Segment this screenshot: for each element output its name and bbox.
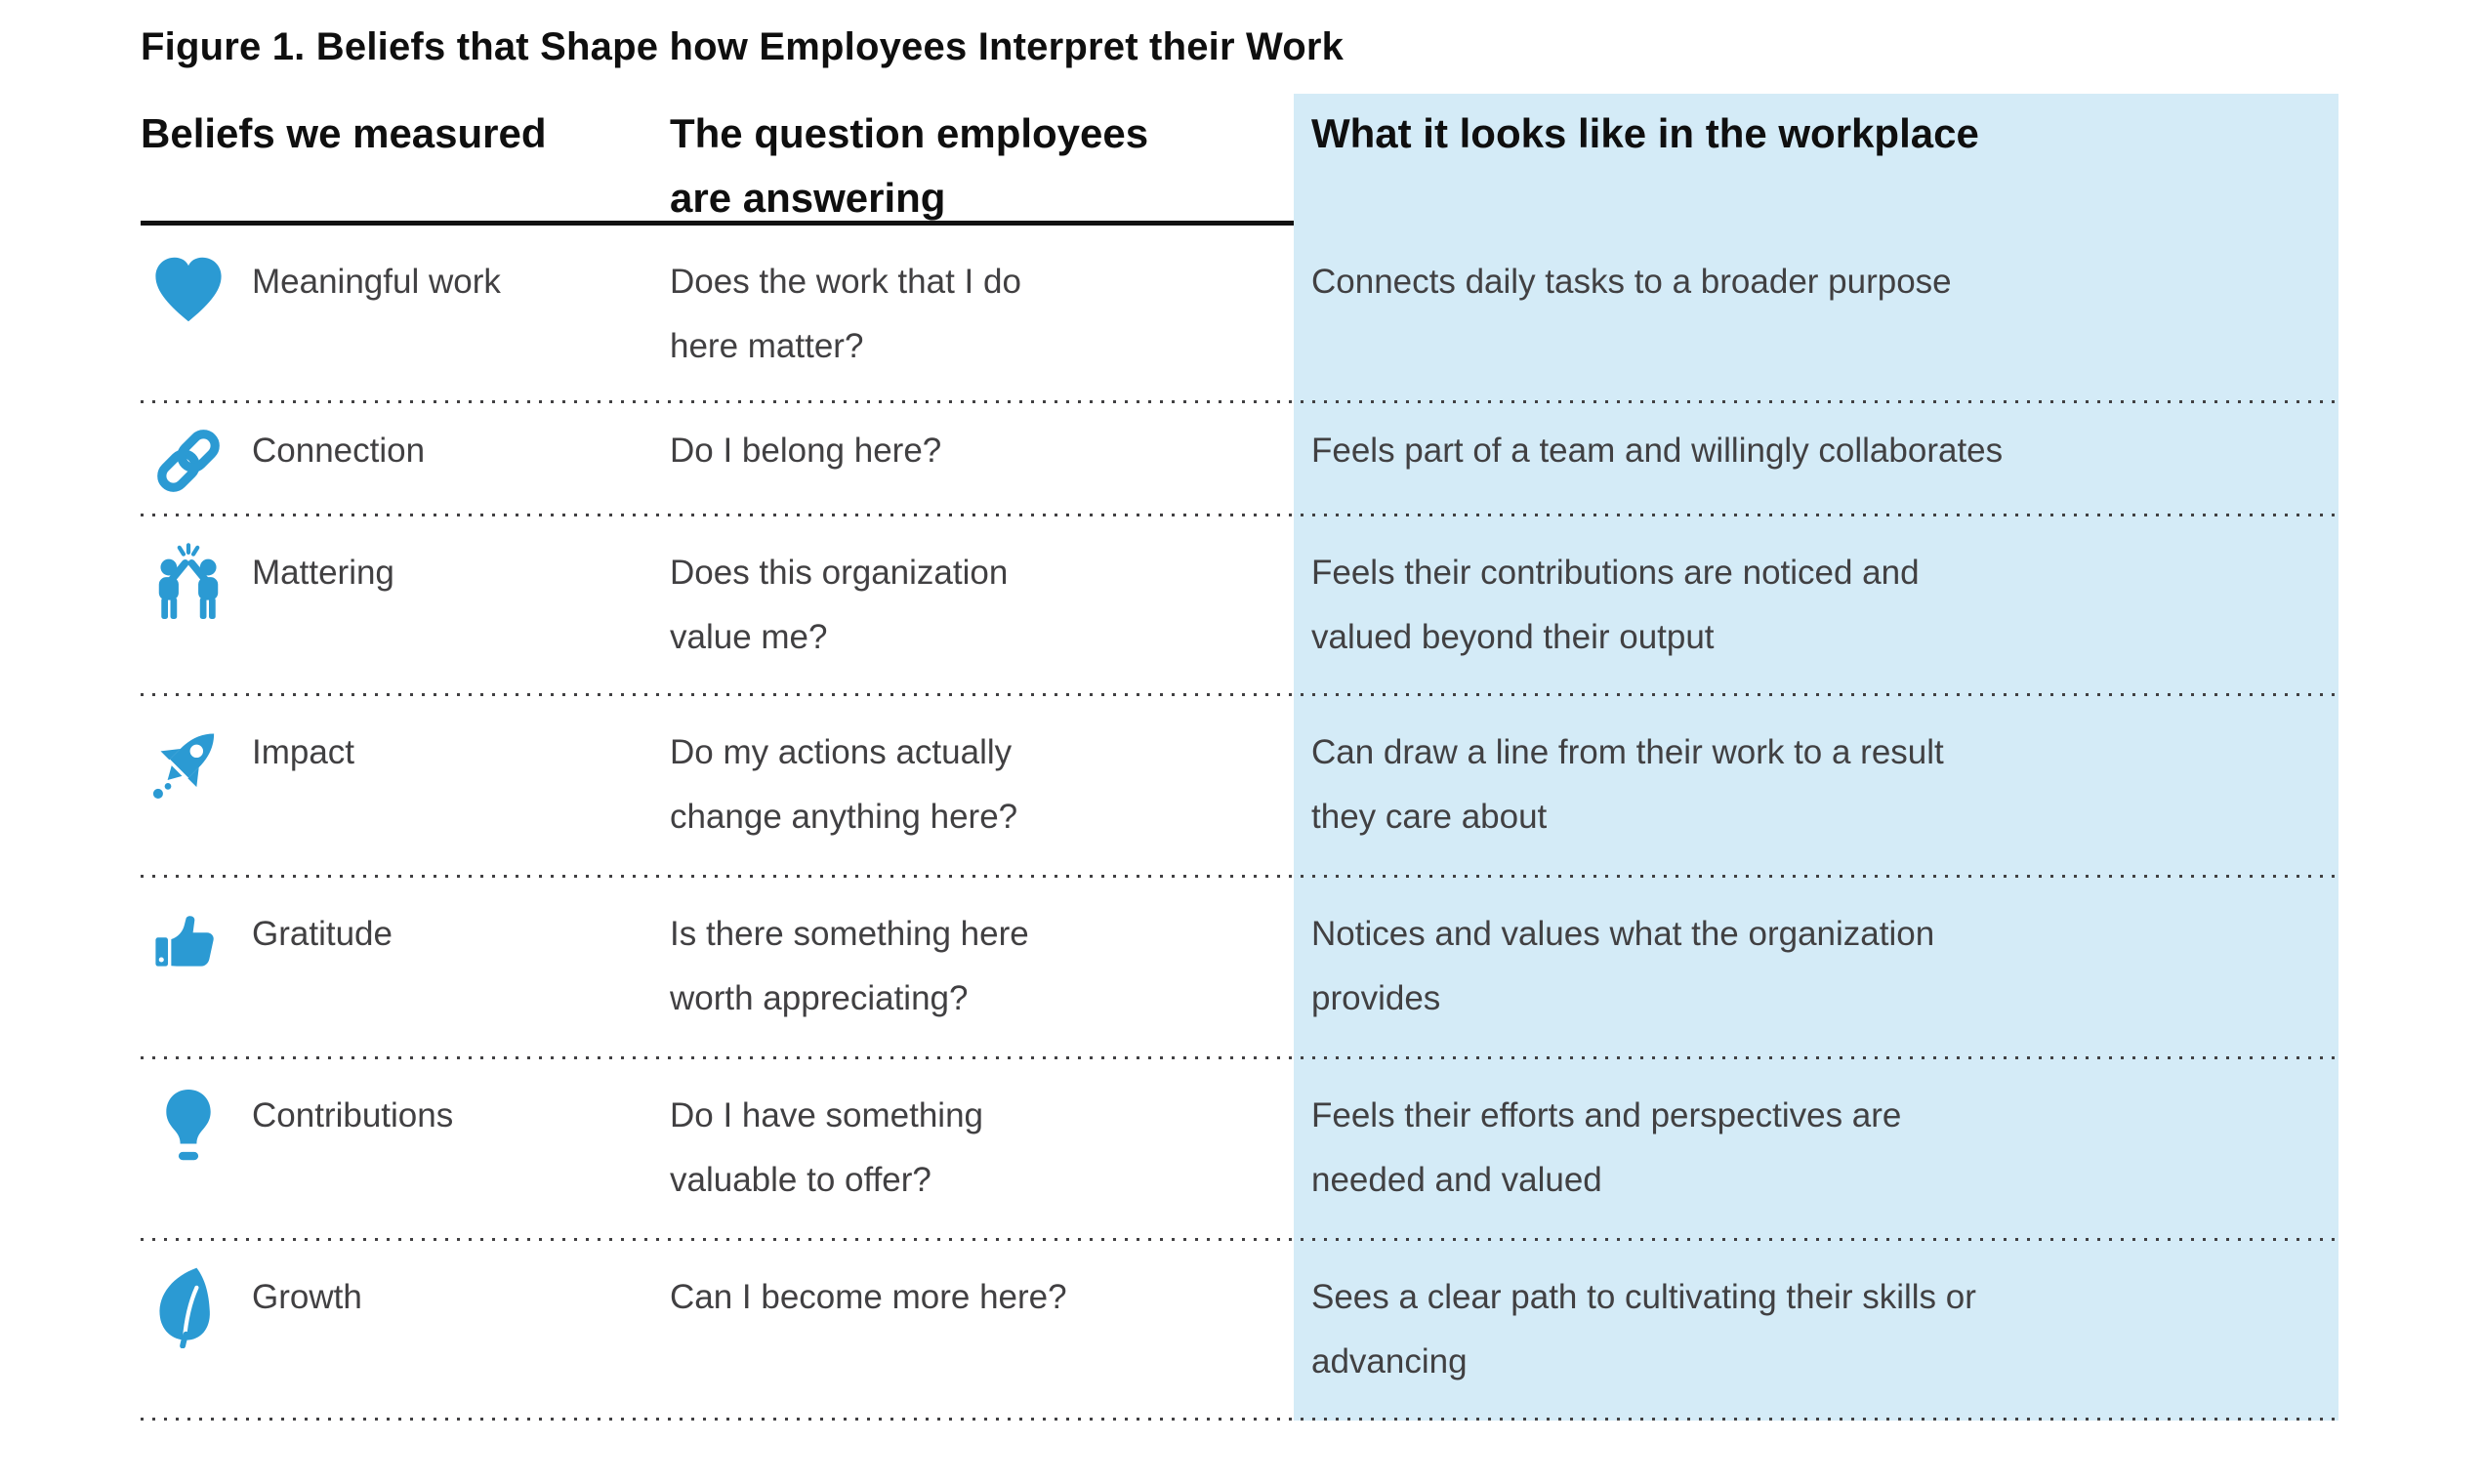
question-cell: Do I have something valuable to offer?	[670, 1096, 984, 1199]
belief-label: Contributions	[252, 1096, 454, 1134]
figure-container: Figure 1. Beliefs that Shape how Employe…	[141, 0, 2338, 1421]
beliefs-table: Beliefs we measured The question employe…	[141, 94, 2338, 1421]
question-cell: Is there something here worth appreciati…	[670, 915, 1029, 1017]
leaf-icon	[146, 1267, 230, 1348]
column-header-beliefs: Beliefs we measured	[141, 110, 547, 156]
belief-label: Growth	[252, 1278, 362, 1316]
belief-label: Mattering	[252, 554, 394, 592]
table-header-row: Beliefs we measured The question employe…	[141, 94, 2338, 230]
rocket-icon	[146, 730, 230, 799]
figure-title: Figure 1. Beliefs that Shape how Employe…	[141, 25, 1345, 68]
table-row-growth: Growth Can I become more here? Sees a cl…	[141, 1241, 2338, 1421]
question-cell: Can I become more here?	[670, 1278, 1067, 1316]
workplace-cell: Notices and values what the organization…	[1294, 878, 2338, 1059]
belief-cell: Connection	[141, 403, 670, 516]
question-cell: Do I belong here?	[670, 432, 942, 470]
table-row-contributions: Contributions Do I have something valuab…	[141, 1059, 2338, 1241]
thumbs-up-icon	[146, 912, 230, 976]
table-row-impact: Impact Do my actions actually change any…	[141, 696, 2338, 878]
question-cell: Does the work that I do here matter?	[670, 263, 1021, 365]
table-row-meaningful-work: Meaningful work Does the work that I do …	[141, 226, 2338, 403]
workplace-cell: Can draw a line from their work to a res…	[1294, 696, 2338, 878]
belief-label: Impact	[252, 733, 355, 771]
belief-label: Gratitude	[252, 915, 393, 953]
belief-label: Connection	[252, 432, 426, 470]
belief-cell: Gratitude	[141, 878, 670, 1059]
lightbulb-icon	[146, 1090, 230, 1161]
workplace-cell: Feels part of a team and willingly colla…	[1294, 403, 2338, 516]
high-five-icon	[146, 543, 230, 619]
belief-label: Meaningful work	[252, 263, 501, 301]
table-row-gratitude: Gratitude Is there something here worth …	[141, 878, 2338, 1059]
chain-link-icon	[146, 429, 230, 493]
table-row-mattering: Mattering Does this organization value m…	[141, 516, 2338, 696]
question-cell: Do my actions actually change anything h…	[670, 733, 1018, 836]
belief-cell: Mattering	[141, 516, 670, 696]
belief-cell: Contributions	[141, 1059, 670, 1241]
belief-cell: Impact	[141, 696, 670, 878]
belief-cell: Growth	[141, 1241, 670, 1421]
column-header-question: The question employees are answering	[670, 110, 1149, 221]
workplace-cell: Connects daily tasks to a broader purpos…	[1294, 226, 2338, 403]
belief-cell: Meaningful work	[141, 226, 670, 403]
heart-icon	[146, 257, 230, 324]
workplace-cell: Feels their contributions are noticed an…	[1294, 516, 2338, 696]
question-cell: Does this organization value me?	[670, 554, 1009, 656]
workplace-cell: Sees a clear path to cultivating their s…	[1294, 1241, 2338, 1421]
workplace-cell: Feels their efforts and perspectives are…	[1294, 1059, 2338, 1241]
column-header-workplace: What it looks like in the workplace	[1294, 94, 2338, 230]
table-row-connection: Connection Do I belong here? Feels part …	[141, 403, 2338, 516]
